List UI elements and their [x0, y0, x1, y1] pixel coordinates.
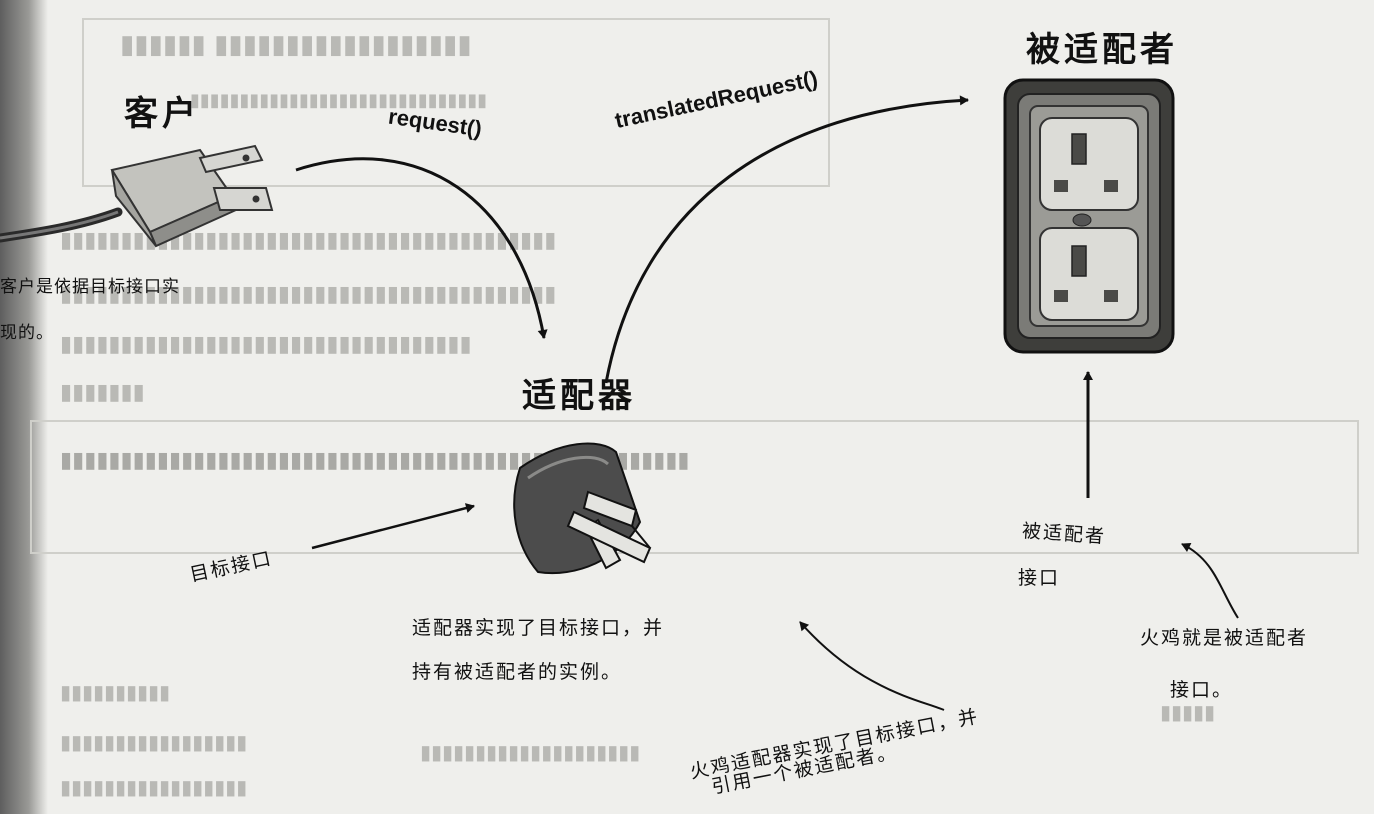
client-note-line2: 现的。: [0, 323, 54, 343]
adapter-title: 适配器: [522, 376, 636, 416]
page-edge-shadow: [0, 0, 48, 814]
turkey-adaptee-note-line2: 接口。: [1170, 679, 1234, 701]
ghost-frame: [30, 420, 1359, 554]
ghost-text: ▮▮▮▮▮▮▮: [60, 380, 145, 405]
ghost-text: ▮▮▮▮▮▮▮▮▮▮▮▮▮▮▮▮▮▮▮▮▮▮▮▮▮▮▮▮▮▮▮▮▮▮▮▮▮▮▮▮…: [60, 282, 557, 307]
adaptee-interface-note-line1: 被适配者: [1021, 520, 1107, 548]
adapter-impl-note-line1: 适配器实现了目标接口，并: [412, 617, 665, 639]
turkey-adaptee-note-line1: 火鸡就是被适配者: [1140, 627, 1309, 649]
turkey-adapter-arrow: [799, 621, 945, 711]
ghost-text: ▮▮▮▮▮▮▮▮▮▮▮▮▮▮▮▮▮: [60, 775, 248, 799]
wall-socket-icon: [1003, 78, 1175, 354]
request-arrow: [295, 157, 548, 339]
adapter-impl-note-line2: 持有被适配者的实例。: [412, 661, 623, 683]
ghost-text: ▮▮▮▮▮▮ ▮▮▮▮▮▮▮▮▮▮▮▮▮▮▮▮▮▮: [120, 30, 472, 60]
ghost-text: ▮▮▮▮▮: [1160, 700, 1216, 724]
client-title: 客户: [124, 94, 200, 134]
ghost-text: ▮▮▮▮▮▮▮▮▮▮▮▮▮▮▮▮▮▮▮▮▮▮▮▮▮▮▮▮▮▮: [190, 90, 488, 111]
target-interface-arrow: [311, 503, 475, 550]
translated-request-arrow: [604, 95, 969, 384]
ghost-text: ▮▮▮▮▮▮▮▮▮▮▮▮▮▮▮▮▮: [60, 730, 248, 754]
us-plug-icon: [0, 144, 274, 248]
ghost-text: ▮▮▮▮▮▮▮▮▮▮▮▮▮▮▮▮▮▮▮▮▮▮▮▮▮▮▮▮▮▮▮▮▮▮▮▮▮▮▮▮…: [60, 228, 557, 253]
turkey-adaptee-arrow: [1181, 542, 1239, 619]
adaptee-title: 被适配者: [1026, 30, 1178, 70]
ghost-text: ▮▮▮▮▮▮▮▮▮▮▮▮▮▮▮▮▮▮▮▮: [420, 740, 641, 764]
ghost-text: ▮▮▮▮▮▮▮▮▮▮▮▮▮▮▮▮▮▮▮▮▮▮▮▮▮▮▮▮▮▮▮▮▮▮: [60, 332, 472, 357]
ghost-text: ▮▮▮▮▮▮▮▮▮▮: [60, 680, 171, 704]
client-note-line1: 客户是依据目标接口实: [0, 277, 180, 297]
adapter-plug-icon: [513, 442, 652, 575]
adaptee-interface-note-line2: 接口: [1018, 567, 1061, 589]
